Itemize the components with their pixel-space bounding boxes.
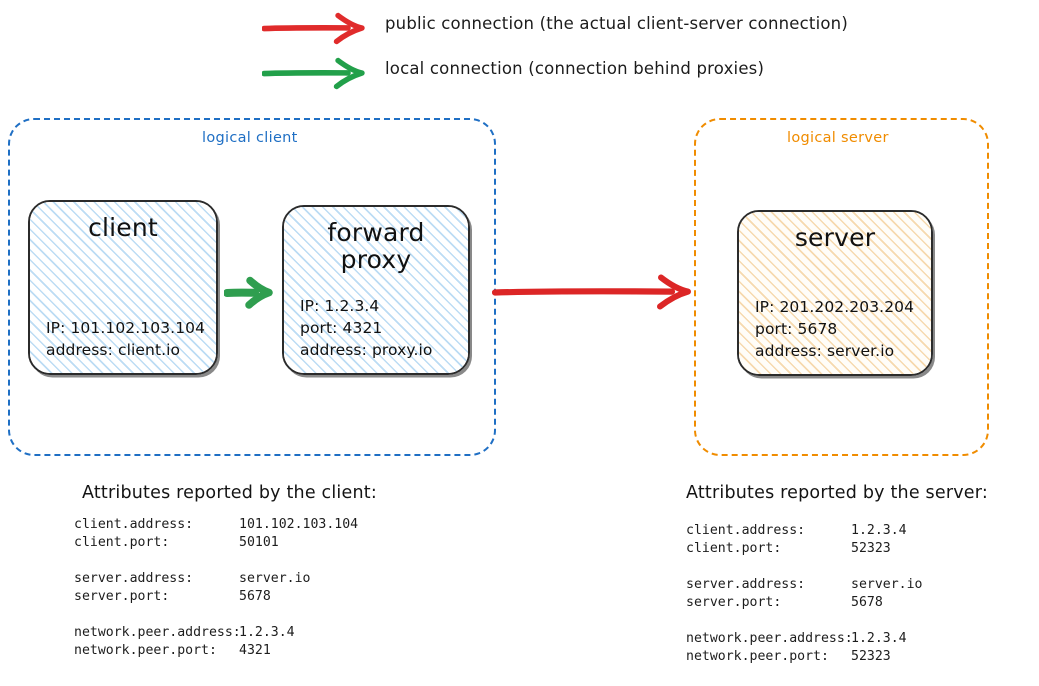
proxy-ip-line: IP: 1.2.3.4 <box>300 297 380 315</box>
attr-value: server.io <box>239 571 311 586</box>
server-attr-group-client: client.address: 1.2.3.4 client.port: 523… <box>686 522 1036 558</box>
table-row: server.port: 5678 <box>74 588 494 606</box>
client-attributes-heading: Attributes reported by the client: <box>82 483 377 503</box>
table-row: network.peer.address: 1.2.3.4 <box>74 624 494 642</box>
server-ip-line: IP: 201.202.203.204 <box>755 298 915 316</box>
attr-key: client.port: <box>686 541 782 556</box>
server-attributes-table: client.address: 1.2.3.4 client.port: 523… <box>686 522 1036 666</box>
red-arrow-icon <box>491 268 697 320</box>
server-attr-group-network-peer: network.peer.address: 1.2.3.4 network.pe… <box>686 630 1036 666</box>
attr-value: 5678 <box>851 595 883 610</box>
node-server[interactable]: server IP: 201.202.203.204 port: 5678 ad… <box>737 210 933 376</box>
attr-key: server.address: <box>74 571 194 586</box>
logical-client-container <box>8 118 496 456</box>
node-forward-proxy-details: IP: 1.2.3.4 port: 4321 address: proxy.io <box>300 295 452 361</box>
green-arrow-icon <box>223 276 280 314</box>
attr-key: network.peer.port: <box>74 643 217 658</box>
attr-key: server.port: <box>74 589 170 604</box>
forward-proxy-hatch-fill <box>284 207 468 373</box>
logical-client-label: logical client <box>202 130 298 146</box>
attr-key: client.address: <box>74 517 194 532</box>
table-row: client.address: 1.2.3.4 <box>686 522 1036 540</box>
node-client-details: IP: 101.102.103.104 address: client.io <box>46 317 206 361</box>
server-attr-group-server: server.address: server.io server.port: 5… <box>686 576 1036 612</box>
logical-server-container <box>694 118 989 456</box>
client-attr-group-network-peer: network.peer.address: 1.2.3.4 network.pe… <box>74 624 494 660</box>
attr-value: 52323 <box>851 649 891 664</box>
table-row: network.peer.port: 4321 <box>74 642 494 660</box>
attr-value: 1.2.3.4 <box>239 625 295 640</box>
attr-key: server.address: <box>686 577 806 592</box>
client-ip-line: IP: 101.102.103.104 <box>46 319 206 337</box>
table-row: network.peer.port: 52323 <box>686 648 1036 666</box>
node-client-title: client <box>88 213 158 242</box>
table-row: server.address: server.io <box>686 576 1036 594</box>
attr-value: 5678 <box>239 589 271 604</box>
node-forward-proxy[interactable]: forward proxy IP: 1.2.3.4 port: 4321 add… <box>282 205 470 375</box>
table-row: client.port: 52323 <box>686 540 1036 558</box>
logical-server-label: logical server <box>787 130 889 146</box>
forward-proxy-title-line-2: proxy <box>340 245 412 274</box>
server-hatch-fill <box>739 212 931 374</box>
client-attr-group-client: client.address: 101.102.103.104 client.p… <box>74 516 494 552</box>
server-address-line: address: server.io <box>755 342 895 360</box>
green-arrow-icon <box>261 55 367 95</box>
node-forward-proxy-title: forward proxy <box>300 219 452 273</box>
attr-value: 50101 <box>239 535 279 550</box>
client-hatch-fill <box>30 202 216 373</box>
legend-label-public: public connection (the actual client-ser… <box>385 14 848 33</box>
node-server-title: server <box>794 223 876 252</box>
attr-key: client.address: <box>686 523 806 538</box>
legend-row-public: public connection (the actual client-ser… <box>0 10 1039 50</box>
table-row: network.peer.address: 1.2.3.4 <box>686 630 1036 648</box>
table-row: server.port: 5678 <box>686 594 1036 612</box>
client-address-line: address: client.io <box>46 341 181 359</box>
attr-value: 52323 <box>851 541 891 556</box>
attr-value: 4321 <box>239 643 271 658</box>
attr-key: network.peer.address: <box>74 625 241 640</box>
server-port-line: port: 5678 <box>755 320 838 338</box>
node-server-details: IP: 201.202.203.204 port: 5678 address: … <box>755 296 915 362</box>
attr-key: client.port: <box>74 535 170 550</box>
red-arrow-icon <box>261 10 367 50</box>
attr-key: network.peer.address: <box>686 631 853 646</box>
forward-proxy-title-line-1: forward <box>327 218 425 247</box>
attr-value: 1.2.3.4 <box>851 631 907 646</box>
attr-value: 1.2.3.4 <box>851 523 907 538</box>
attr-value: server.io <box>851 577 923 592</box>
table-row: client.address: 101.102.103.104 <box>74 516 494 534</box>
attr-key: server.port: <box>686 595 782 610</box>
server-attributes-heading: Attributes reported by the server: <box>686 483 988 503</box>
legend-label-local: local connection (connection behind prox… <box>385 59 765 78</box>
attr-value: 101.102.103.104 <box>239 517 359 532</box>
client-attr-group-server: server.address: server.io server.port: 5… <box>74 570 494 606</box>
table-row: server.address: server.io <box>74 570 494 588</box>
legend-row-local: local connection (connection behind prox… <box>0 55 1039 95</box>
client-attributes-table: client.address: 101.102.103.104 client.p… <box>74 516 494 660</box>
proxy-port-line: port: 4321 <box>300 319 383 337</box>
table-row: client.port: 50101 <box>74 534 494 552</box>
proxy-address-line: address: proxy.io <box>300 341 433 359</box>
attr-key: network.peer.port: <box>686 649 829 664</box>
node-client[interactable]: client IP: 101.102.103.104 address: clie… <box>28 200 218 375</box>
